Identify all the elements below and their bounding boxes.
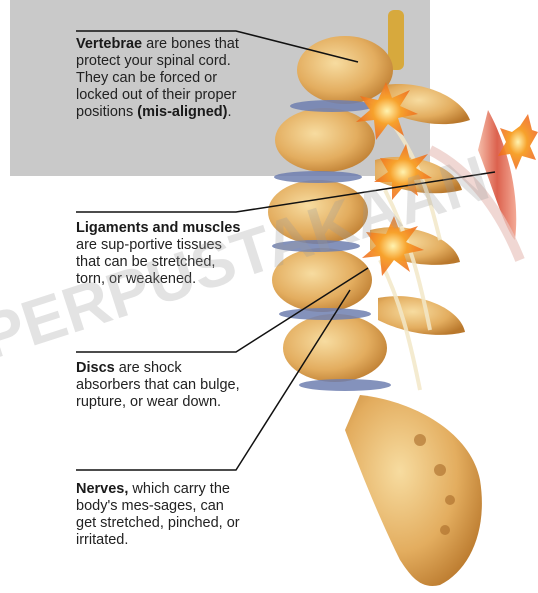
vertebrae-callout: Vertebrae are bones that protect your sp… xyxy=(76,36,246,121)
misaligned-term: (mis-aligned) xyxy=(137,104,227,120)
sacrum xyxy=(345,395,482,586)
nerves-callout: Nerves, which carry the body's mes-sages… xyxy=(76,481,246,549)
ligaments-callout: Ligaments and muscles are sup-portive ti… xyxy=(76,220,246,288)
nerves-term: Nerves, xyxy=(76,481,128,497)
vertebrae-term: Vertebrae xyxy=(76,36,142,52)
vertebra-bodies xyxy=(268,36,393,382)
ligaments-term: Ligaments and muscles xyxy=(76,220,240,236)
vertebrae-period: . xyxy=(228,104,232,120)
discs-term: Discs xyxy=(76,360,115,376)
ligaments-description: are sup-portive tissues that can be stre… xyxy=(76,237,222,287)
discs-callout: Discs are shock absorbers that can bulge… xyxy=(76,360,246,411)
